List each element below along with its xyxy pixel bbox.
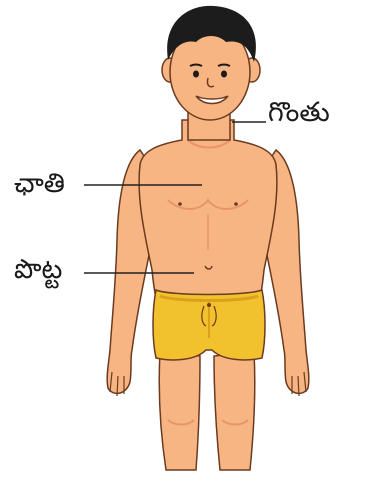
torso	[139, 120, 277, 305]
legs	[159, 352, 255, 470]
throat-label: గొంతు	[268, 99, 330, 126]
head	[162, 6, 260, 120]
belly-label: పొట్ట	[14, 256, 62, 283]
shorts	[153, 290, 265, 360]
chest-label: ఛాతి	[14, 170, 65, 197]
